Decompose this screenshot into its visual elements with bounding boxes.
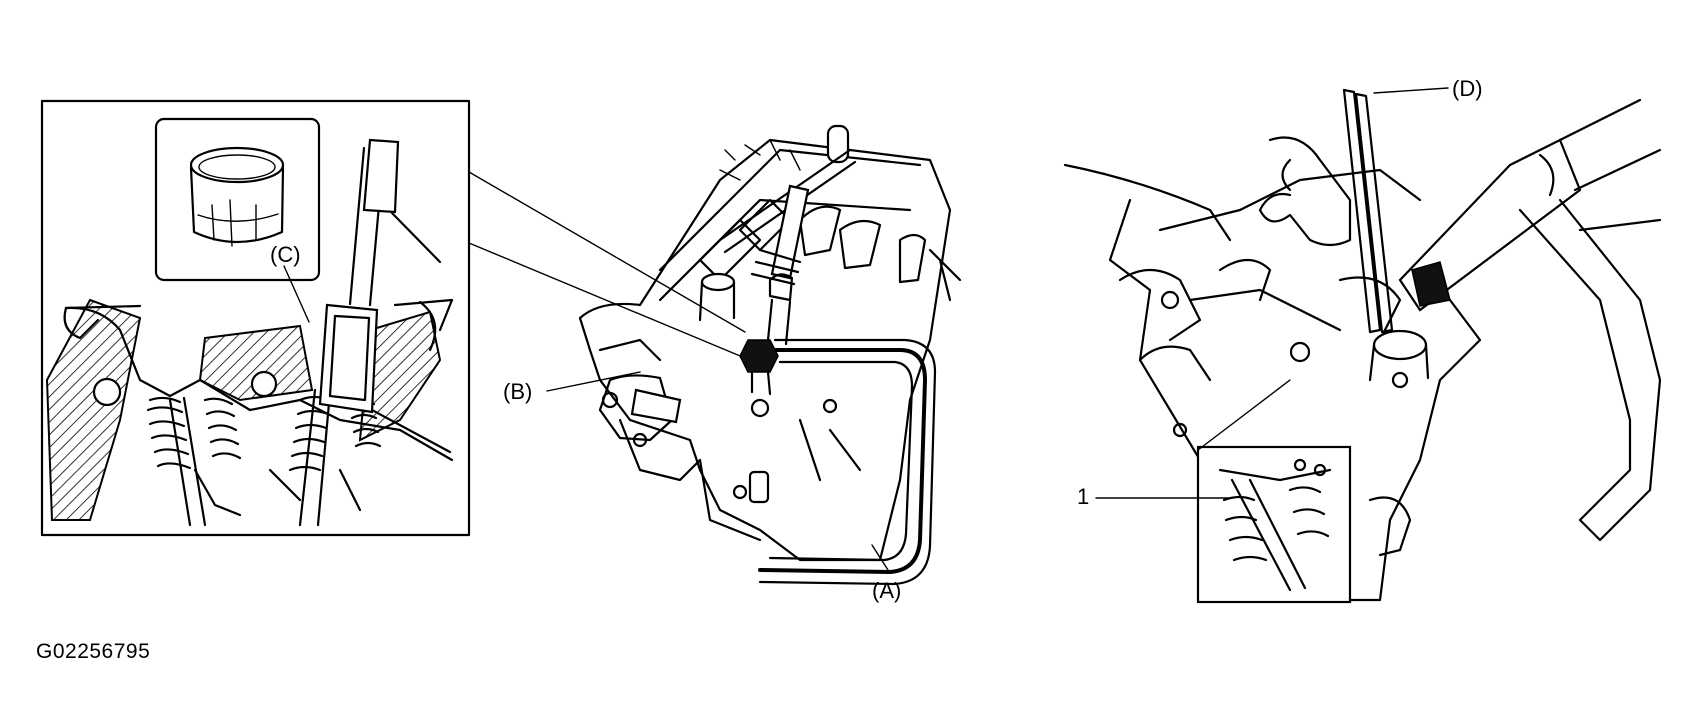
valve-spring-left [146, 396, 242, 527]
engine-valve-removal-view [1063, 87, 1662, 604]
label-d: (D) [1452, 76, 1483, 101]
cup-attachment-inset [154, 117, 321, 282]
detail-inset-valve-spring [40, 99, 471, 537]
label-b: (B) [503, 379, 533, 404]
label-a: (A) [872, 578, 902, 603]
label-c: (C) [270, 242, 301, 267]
engine-cylinder-head-view [546, 124, 962, 586]
label-1: 1 [1077, 484, 1090, 509]
spring-compressor-attachment [318, 138, 452, 454]
figure-id: G02256795 [36, 640, 151, 663]
zoom-callout-lines [468, 171, 746, 359]
detail-inset-valve-stem [1196, 445, 1352, 604]
